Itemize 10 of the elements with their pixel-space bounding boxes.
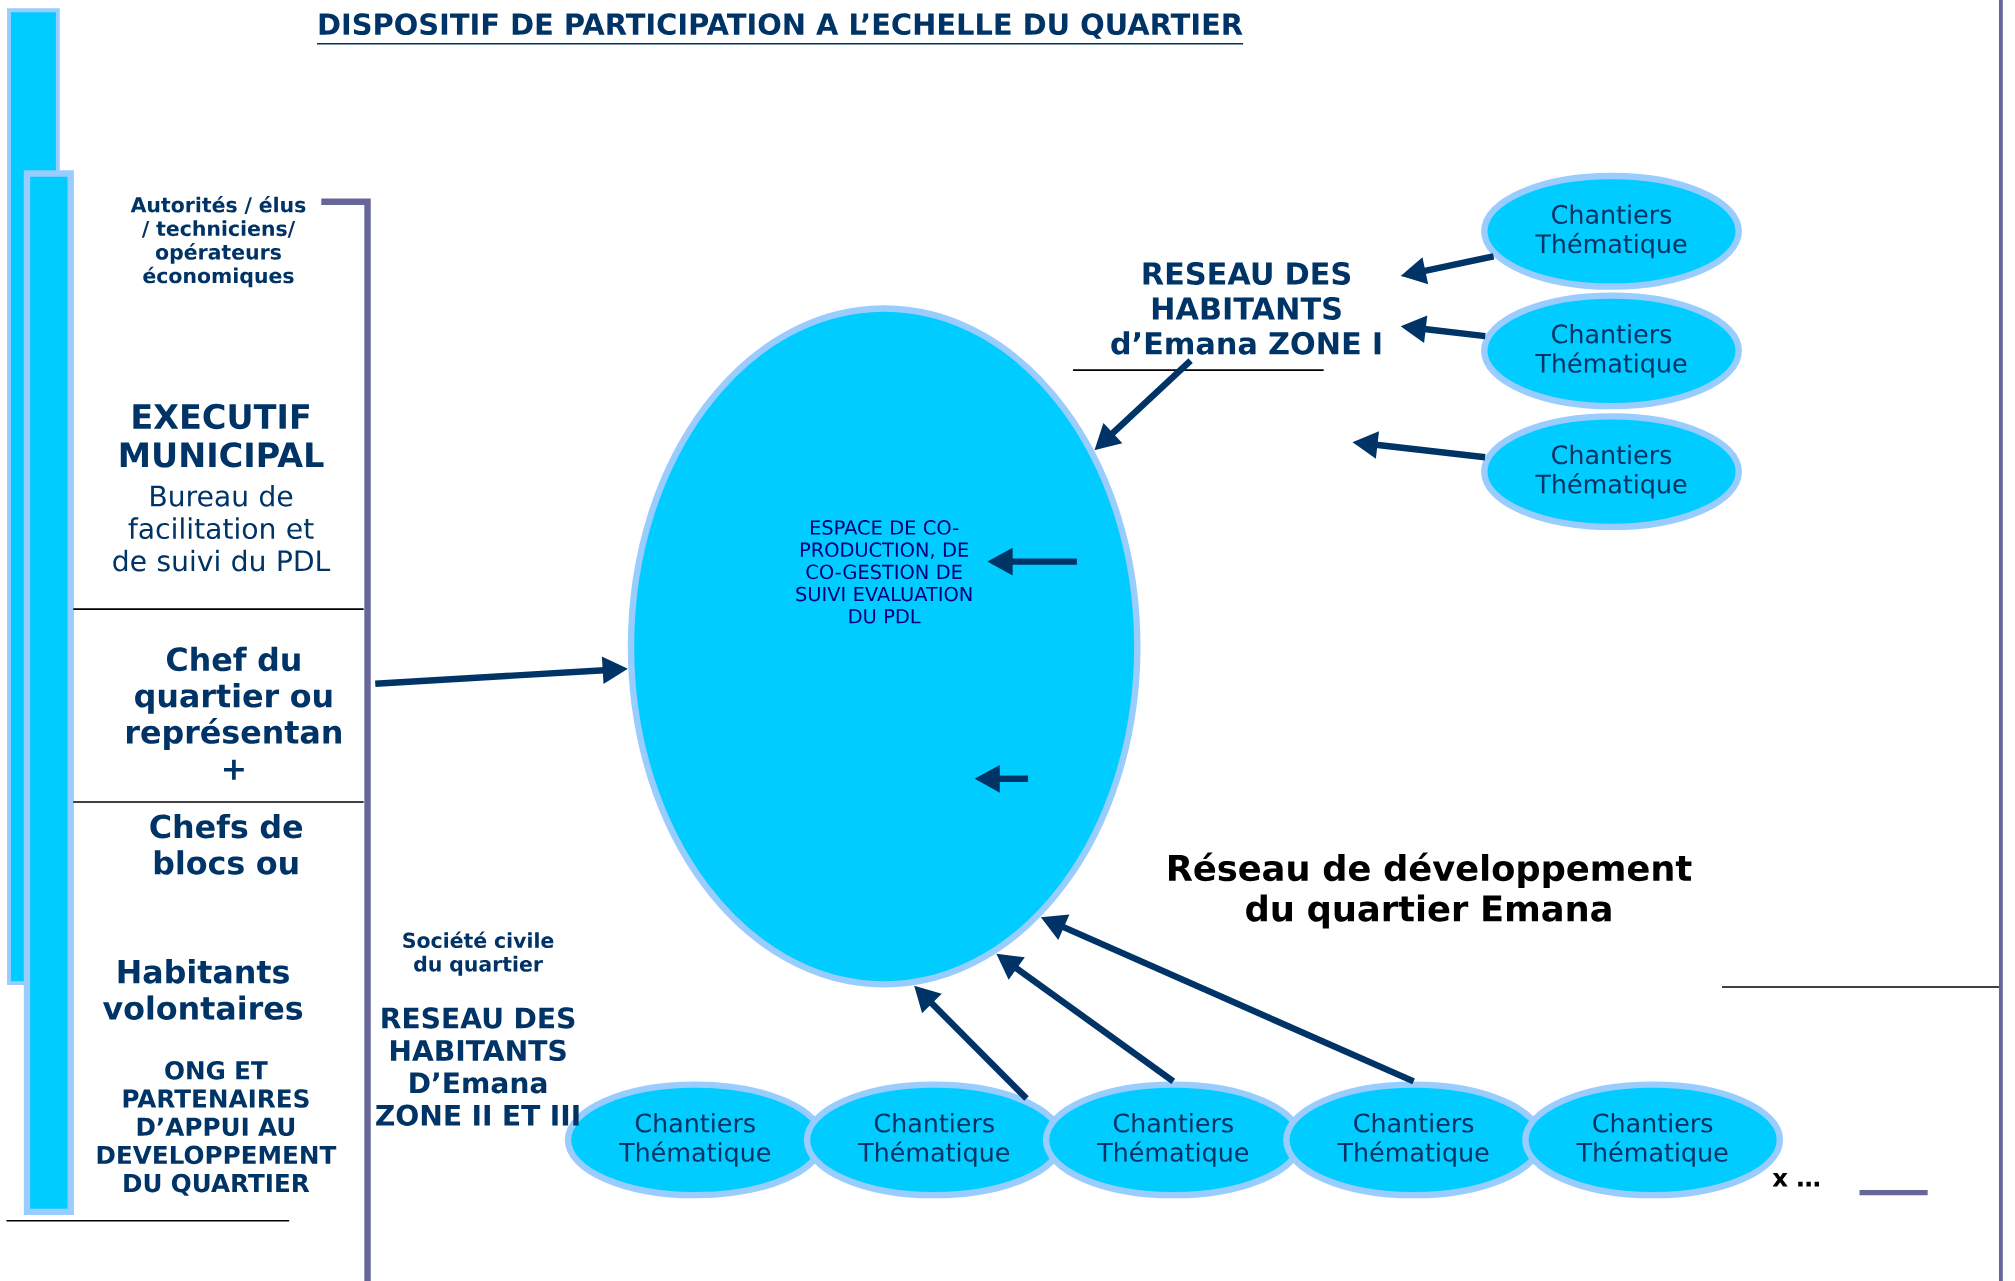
role-title: Chefs de blocs ou [150,813,303,875]
role-title: ONG ET PARTENAIRES D’APPUI AU DEVELOPPEMENT DU QUARTIER [97,1060,337,1196]
network-title: RESEAU DES HABITANTS D’Emana ZONE II ET III [376,1007,579,1126]
title: DISPOSITIF DE PARTICIPATION A L’ECHELLE DU QUARTIER [316,13,1244,45]
role-description: Bureau de facilitation et de suivi du PDL [113,484,331,572]
role-title: Habitants volontaires [102,959,303,1020]
role-title: Chef du quartier ou représentan + [127,646,341,780]
role-title: EXECUTIF MUNICIPAL [120,403,324,468]
section-heading: Société civile du quartier [403,931,554,976]
section-heading: Autorités / élus / techniciens/ opérateurs économiques [130,195,306,288]
